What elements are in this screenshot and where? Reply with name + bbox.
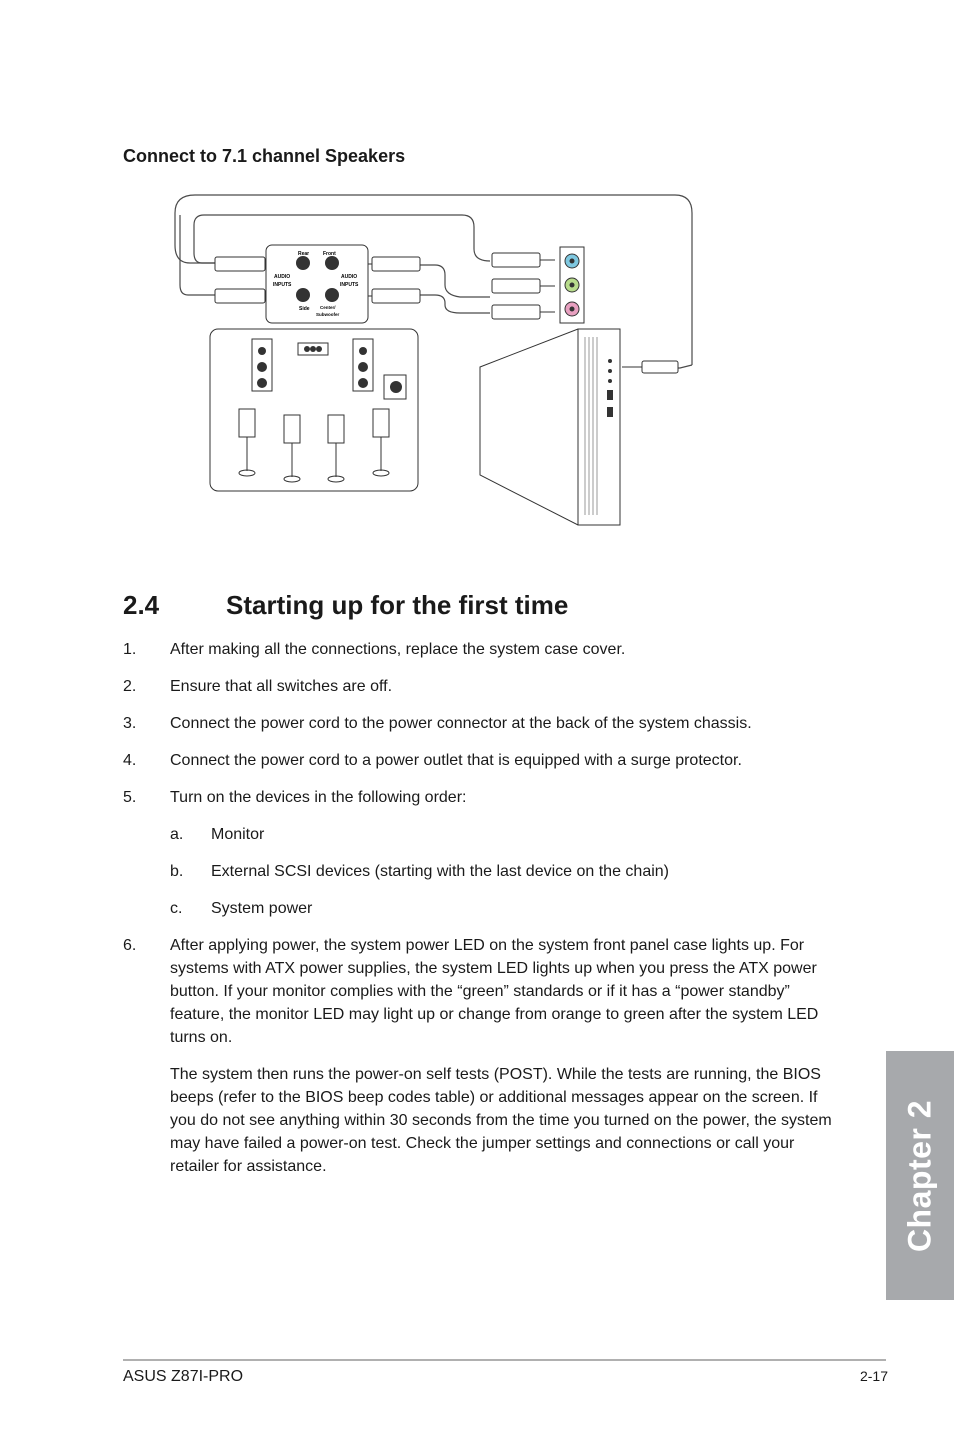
substep-letter: a. [170,826,184,843]
section-title-text: Starting up for the first time [226,590,569,620]
speaker-connection-diagram: Rear Front AUDIO INPUTS AUDIO INPUTS Sid… [174,194,693,526]
section-number: 2.4 [123,590,160,620]
chapter-tab-label: Chapter 2 [901,1099,938,1252]
sub-list-item: a. Monitor [123,823,843,846]
rear-left-speaker-icon [283,414,301,444]
post-paragraph: The system then runs the power-on self t… [170,1066,832,1175]
section-heading: 2.4 Starting up for the first time [123,590,568,621]
step-text: After applying power, the system power L… [170,937,819,1046]
label-subwoofer: Subwoofer [316,312,339,317]
step-number: 2. [123,678,137,695]
side-left-speaker-icon [238,408,256,438]
label-center: Center/ [320,305,336,310]
step-text: After making all the connections, replac… [170,641,626,658]
list-item: 6. After applying power, the system power… [123,934,843,1049]
footer-divider [123,1359,886,1361]
rear-right-speaker-icon [327,414,345,444]
diagram-subheading: Connect to 7.1 channel Speakers [123,146,406,166]
sub-list-item: b. External SCSI devices (starting with t… [123,860,843,883]
label-audio-right: AUDIO [341,274,357,280]
substep-letter: c. [170,900,183,917]
list-item: 1. After making all the connections, repl… [123,638,843,661]
step-text: Ensure that all switches are off. [170,678,393,695]
step-text: Connect the power cord to a power outlet… [170,752,742,769]
step-text: Turn on the devices in the following ord… [170,789,467,806]
step-number: 1. [123,641,137,658]
step-number: 6. [123,937,137,954]
label-inputs-right: INPUTS [340,282,359,288]
substep-text: External SCSI devices (starting with the… [211,863,669,880]
label-side: Side [299,306,310,312]
sub-list-item: c. System power [123,897,843,920]
list-item: 3. Connect the power cord to the power co… [123,712,843,735]
footer-page-number: 2-17 [859,1368,888,1384]
list-item: 2. Ensure that all switches are off. [123,675,843,698]
startup-steps: 1. After making all the connections, repl… [123,638,843,1178]
label-rear: Rear [298,251,309,257]
substep-letter: b. [170,863,184,880]
substep-text: Monitor [211,826,265,843]
substep-text: System power [211,900,313,917]
list-item: 5. Turn on the devices in the following o… [123,786,843,809]
label-audio-left: AUDIO [274,274,290,280]
label-front: Front [323,251,336,257]
label-inputs-left: INPUTS [273,282,292,288]
step-number: 5. [123,789,137,806]
step-text: Connect the power cord to the power conn… [170,715,752,732]
chapter-tab: Chapter 2 [886,1051,954,1300]
pc-case-icon [479,328,621,526]
list-item: 4. Connect the power cord to a power outl… [123,749,843,772]
side-right-speaker-icon [372,408,390,438]
step-number: 4. [123,752,137,769]
step-number: 3. [123,715,137,732]
footer-product: ASUS Z87I-PRO [123,1368,244,1385]
